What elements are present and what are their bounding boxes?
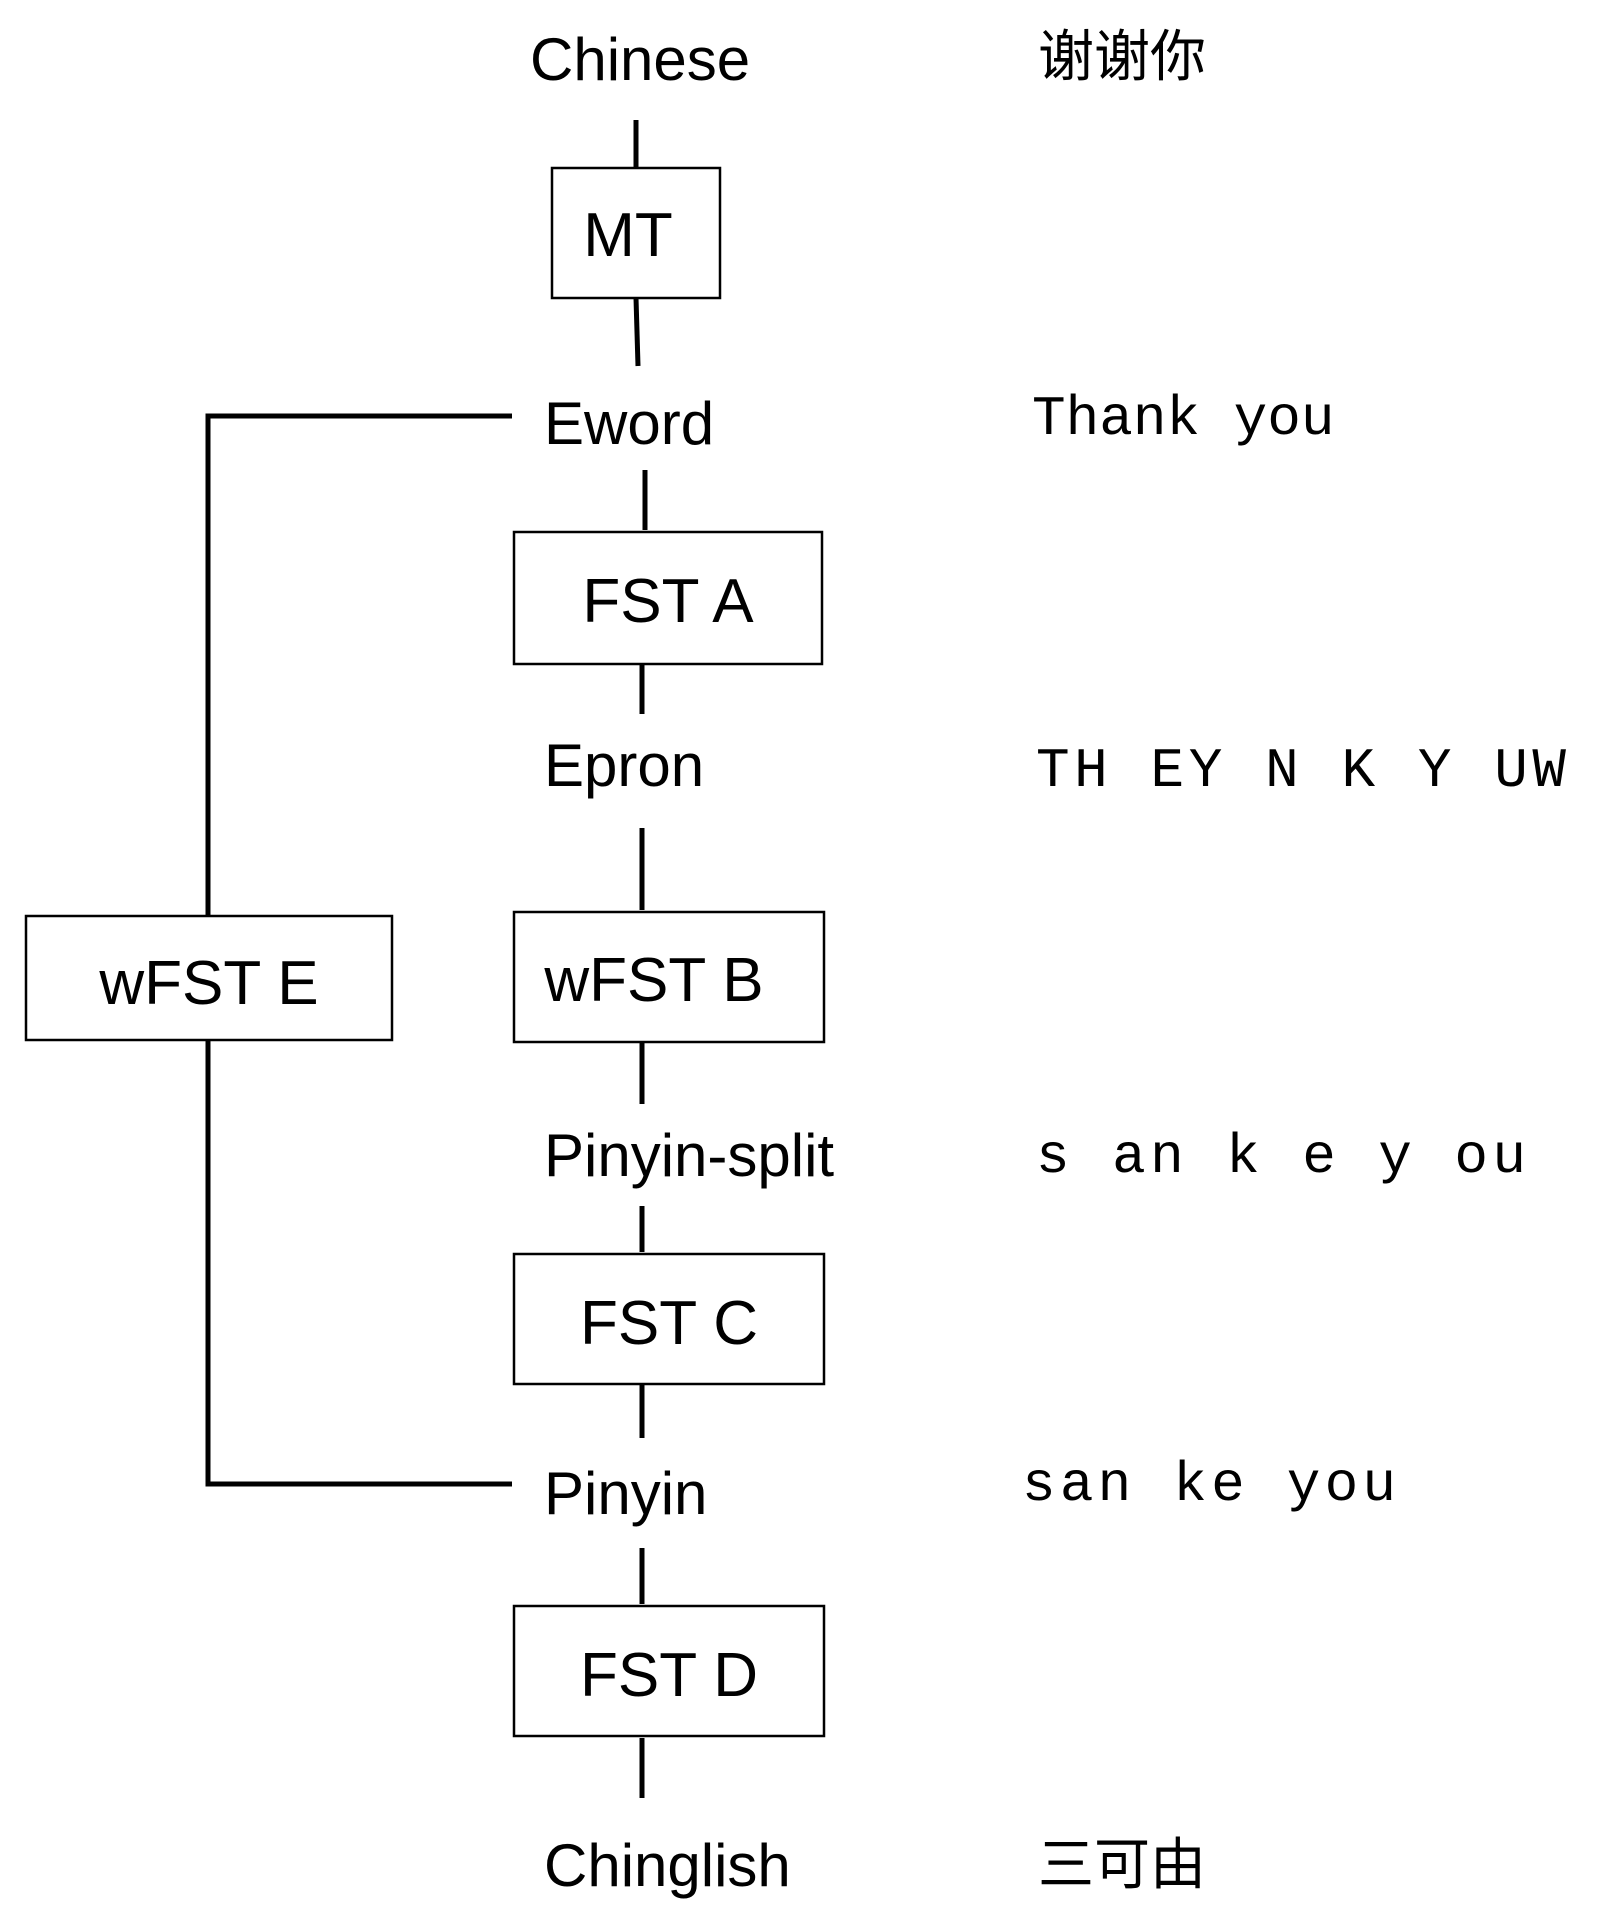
edge-mt-eword <box>633 297 641 367</box>
node-chinese: Chinese <box>530 26 750 93</box>
node-pinyin-split: Pinyin-split <box>544 1122 834 1189</box>
node-epron: Epron <box>544 732 704 799</box>
wfst-b-label: wFST B <box>543 946 763 1015</box>
fst-d-label: FST D <box>580 1641 758 1710</box>
node-chinglish: Chinglish <box>544 1832 791 1899</box>
fst-c-label: FST C <box>580 1289 758 1358</box>
node-pinyin: Pinyin <box>544 1460 707 1527</box>
example-chinglish: 三可由 <box>1038 1833 1206 1898</box>
example-chinese: 谢谢你 <box>1038 25 1206 90</box>
wfst-b-box: wFST B <box>512 910 826 1044</box>
fst-a-box: FST A <box>512 530 824 666</box>
edge-wfste-pinyin <box>205 1040 512 1487</box>
mt-box: MT <box>550 166 722 300</box>
wfst-e-label: wFST E <box>98 949 318 1018</box>
example-epron: TH EY N K Y UW <box>1036 739 1566 803</box>
fst-d-box: FST D <box>512 1604 826 1738</box>
example-eword: Thank you <box>1032 387 1334 451</box>
fst-a-label: FST A <box>582 567 754 636</box>
node-eword: Eword <box>544 390 714 457</box>
fst-c-box: FST C <box>512 1252 826 1386</box>
wfst-e-box: wFST E <box>24 914 394 1042</box>
example-pinyin-split: s an k e y ou <box>1036 1125 1526 1189</box>
mt-label: MT <box>583 201 673 270</box>
edge-eword-wfste <box>205 413 512 916</box>
example-pinyin: san ke you <box>1022 1453 1396 1517</box>
